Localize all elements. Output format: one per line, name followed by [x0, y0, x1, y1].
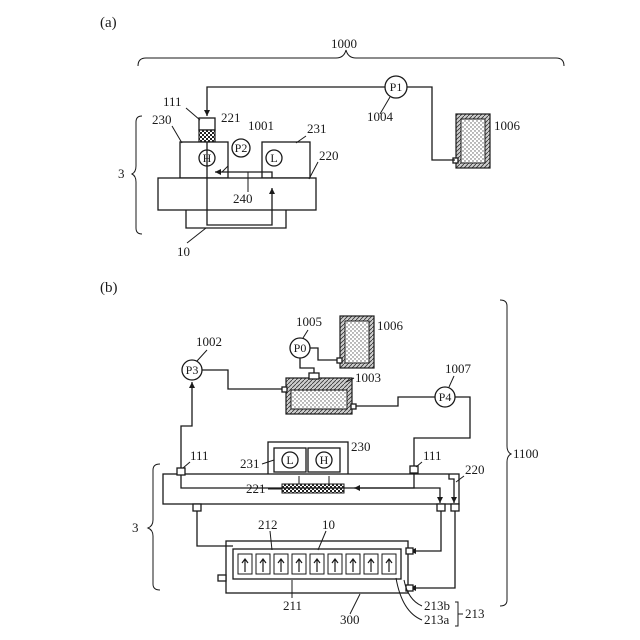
unit-b2-ref: 231: [240, 456, 260, 471]
unit-b-ref: 230: [351, 439, 371, 454]
nozzle-a-ref: 213a: [424, 612, 450, 627]
pump-p2-label: P2: [235, 141, 248, 155]
nozzle-brace: [455, 602, 463, 626]
pump-p1-ref: 1004: [367, 109, 394, 124]
pump-p0-label: P0: [294, 341, 307, 355]
plate-b-ref: 220: [465, 462, 485, 477]
pump-p4-ref: 1007: [445, 361, 472, 376]
port-b-right-leader: [416, 462, 422, 467]
system-ref-b: 1100: [513, 446, 539, 461]
nozzle-row: [238, 554, 396, 574]
row-ref: 212: [258, 517, 278, 532]
unit-left-ref: 230: [152, 112, 172, 127]
pump-p4-label: P4: [439, 390, 452, 404]
pump-p0-leader: [303, 330, 308, 338]
pump-p3-ref: 1002: [196, 334, 222, 349]
reservoir-port-right: [351, 404, 356, 409]
pump-p3-leader: [197, 350, 207, 361]
port-b-bottom-right: [451, 504, 459, 511]
panel-a: (a) 1000 1006 P1 1004 111 221 230 H 231: [100, 15, 564, 259]
pump-p4-leader: [449, 376, 454, 387]
sensor-b-l-label: L: [286, 453, 293, 467]
system-ref: 1000: [331, 36, 357, 51]
block-leader: [186, 108, 200, 120]
port-b-right: [410, 466, 418, 473]
assembly-b-ref: 3: [132, 520, 139, 535]
port-b-bottom-mid: [437, 504, 445, 511]
tube-p0-to-tank: [310, 348, 337, 360]
flow-b-to-nozzle-bottom: [410, 511, 455, 588]
pump-p3-label: P3: [186, 363, 199, 377]
nozzle-ref: 213: [465, 606, 485, 621]
port-b-bottom-left: [193, 504, 201, 511]
nozzle-b-ref: 213b: [424, 598, 450, 613]
reservoir-port-left: [282, 387, 287, 392]
tube-reservoir-to-p3: [202, 370, 282, 389]
base-leader: [350, 594, 360, 614]
tube-reservoir-to-p4: [356, 397, 435, 406]
tank-b-liquid: [345, 321, 369, 363]
system-brace-b: [500, 300, 511, 606]
pump-p1-label: P1: [390, 80, 403, 94]
flow-b-to-nozzle-top: [410, 511, 441, 551]
sensor-l-label: L: [270, 151, 277, 165]
reservoir-ref: 1003: [355, 370, 381, 385]
port-b-left-ref: 111: [190, 448, 209, 463]
block-heater: [199, 130, 215, 142]
tank-b-ref: 1006: [377, 318, 404, 333]
panel-b-label: (b): [100, 280, 118, 296]
port-b-left-leader: [183, 462, 190, 468]
port-b-right-ref: 111: [423, 448, 442, 463]
system-brace: [138, 50, 564, 66]
panel-a-label: (a): [100, 15, 117, 31]
lower-ref: 211: [283, 598, 302, 613]
reservoir-liquid: [291, 390, 347, 409]
pump-p2-ref: 1001: [248, 118, 274, 133]
assembly-ref: 3: [118, 166, 125, 181]
heater-b-h-label: H: [320, 453, 329, 467]
reservoir-port-top: [309, 373, 319, 379]
block-ref: 111: [163, 94, 182, 109]
tube-tank-to-p1: [407, 87, 455, 160]
assembly-brace-b: [148, 464, 160, 590]
tank-liquid: [461, 119, 485, 163]
block-heater-ref: 221: [221, 110, 241, 125]
tank-b-outlet: [337, 358, 342, 363]
block-upper: [199, 118, 215, 130]
substrate-ref: 10: [177, 244, 190, 259]
nozzle-port-left: [218, 575, 226, 581]
port-b-left: [177, 468, 185, 475]
channel-ref: 240: [233, 191, 253, 206]
tank-ref: 1006: [494, 118, 521, 133]
assembly-brace: [132, 116, 142, 234]
unit-left-leader: [172, 126, 182, 143]
substrate-leader: [187, 228, 206, 243]
base-plate-ref: 220: [319, 148, 339, 163]
substrate-b-ref: 10: [322, 517, 335, 532]
unit-right-ref: 231: [307, 121, 327, 136]
base-ref: 300: [340, 612, 360, 627]
nozzle-port-top: [406, 548, 413, 554]
pump-p0-ref: 1005: [296, 314, 322, 329]
panel-b: (b) 1100 1006 P0 1005 1003 P3 1002 P4: [100, 280, 539, 627]
